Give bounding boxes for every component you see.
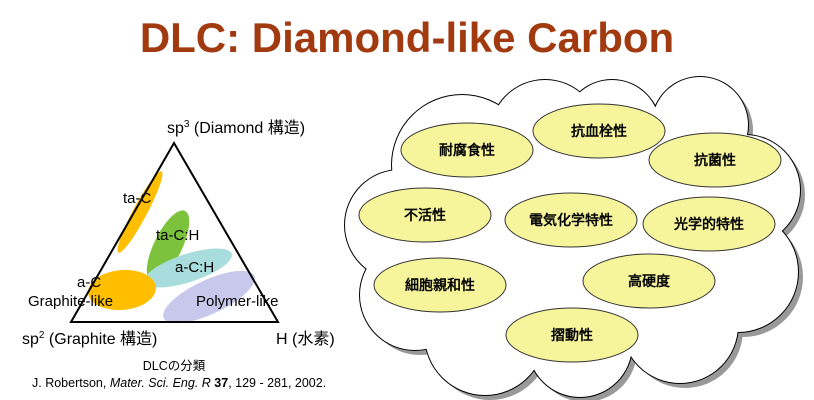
ternary-diagram: ta-C ta-C:H a-C:H a-C Graphite-like Poly… [22, 119, 335, 390]
property-sliding: 摺動性 [505, 307, 639, 363]
caption: DLCの分類 [143, 359, 206, 373]
label-a-c: a-C [77, 274, 101, 291]
vertex-h: H (水素) [276, 330, 335, 348]
region-ta-c [117, 171, 163, 253]
svg-text:細胞親和性: 細胞親和性 [405, 277, 475, 294]
label-a-c-h: a-C:H [175, 259, 214, 276]
property-high-hardness: 高硬度 [582, 253, 716, 309]
label-ta-c: ta-C [123, 190, 152, 207]
ternary-triangle [69, 141, 280, 323]
property-electrochemical: 電気化学特性 [504, 192, 638, 248]
region-polymer-like [163, 270, 255, 324]
svg-text:不活性: 不活性 [404, 207, 446, 224]
property-antithrombogenic: 抗血栓性 [532, 103, 666, 159]
region-a-c [88, 269, 156, 311]
label-polymer-like: Polymer-like [196, 293, 279, 310]
vertex-sp3: sp3 (Diamond 構造) [167, 119, 305, 137]
svg-text:抗血栓性: 抗血栓性 [571, 123, 627, 140]
slide-title: DLC: Diamond-like Carbon [139, 14, 675, 61]
label-graphite-like: Graphite-like [28, 293, 113, 310]
region-a-c-h [144, 248, 232, 288]
svg-text:摺動性: 摺動性 [551, 327, 593, 344]
svg-text:電気化学特性: 電気化学特性 [529, 212, 613, 229]
property-corrosion-resistance: 耐腐食性 [400, 122, 534, 178]
svg-text:高硬度: 高硬度 [628, 273, 671, 290]
property-bubbles: 耐腐食性 抗血栓性 抗菌性 不活性 電気化学特性 光学的特性 細胞親和性 高硬度… [358, 103, 782, 363]
region-ta-c-h [146, 210, 190, 282]
vertex-sp2: sp2 (Graphite 構造) [22, 330, 157, 348]
property-inertness: 不活性 [358, 187, 492, 243]
svg-text:抗菌性: 抗菌性 [694, 152, 736, 169]
property-antibacterial: 抗菌性 [648, 132, 782, 188]
label-ta-c-h: ta-C:H [156, 227, 199, 244]
svg-text:耐腐食性: 耐腐食性 [439, 142, 495, 159]
property-cell-affinity: 細胞親和性 [373, 257, 507, 313]
svg-text:光学的特性: 光学的特性 [673, 216, 744, 233]
property-optical: 光学的特性 [642, 196, 776, 252]
citation: J. Robertson, Mater. Sci. Eng. R 37, 129… [32, 376, 326, 390]
